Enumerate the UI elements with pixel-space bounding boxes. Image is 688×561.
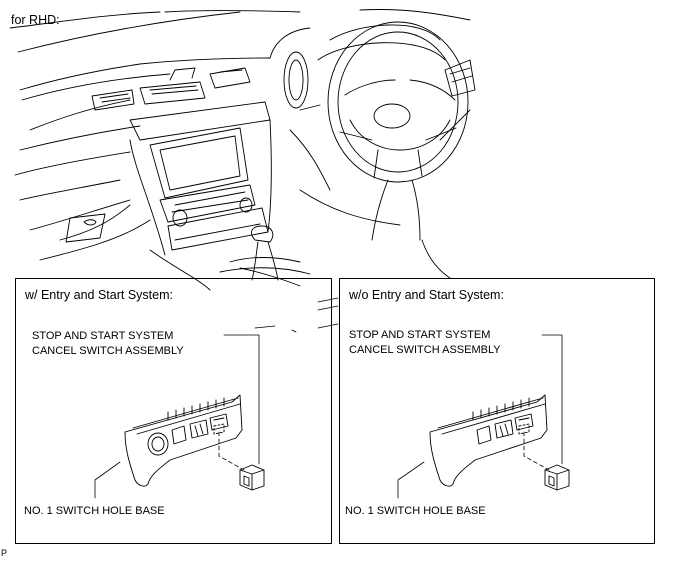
right-cancel-switch: [544, 464, 570, 491]
right-hole-base-label: NO. 1 SWITCH HOLE BASE: [345, 505, 486, 517]
left-switch-assembly-label-line2: CANCEL SWITCH ASSEMBLY: [32, 345, 184, 357]
right-panel-heading: w/o Entry and Start System:: [349, 288, 504, 302]
left-switch-hole-base: [124, 394, 243, 487]
left-cancel-switch: [239, 464, 265, 491]
left-switch-assembly-label-line1: STOP AND START SYSTEM: [32, 330, 174, 342]
figure-code: P: [1, 548, 8, 558]
dashboard-overview: [9, 9, 476, 291]
right-switch-assembly-label-line2: CANCEL SWITCH ASSEMBLY: [349, 344, 501, 356]
left-panel-heading: w/ Entry and Start System:: [25, 288, 173, 302]
right-panel-frame: [339, 278, 655, 544]
left-hole-base-label: NO. 1 SWITCH HOLE BASE: [24, 505, 165, 517]
right-switch-assembly-label-line1: STOP AND START SYSTEM: [349, 329, 491, 341]
rhd-variant-label: for RHD:: [11, 13, 60, 27]
left-panel-frame: [15, 278, 332, 544]
right-switch-hole-base: [429, 394, 548, 487]
